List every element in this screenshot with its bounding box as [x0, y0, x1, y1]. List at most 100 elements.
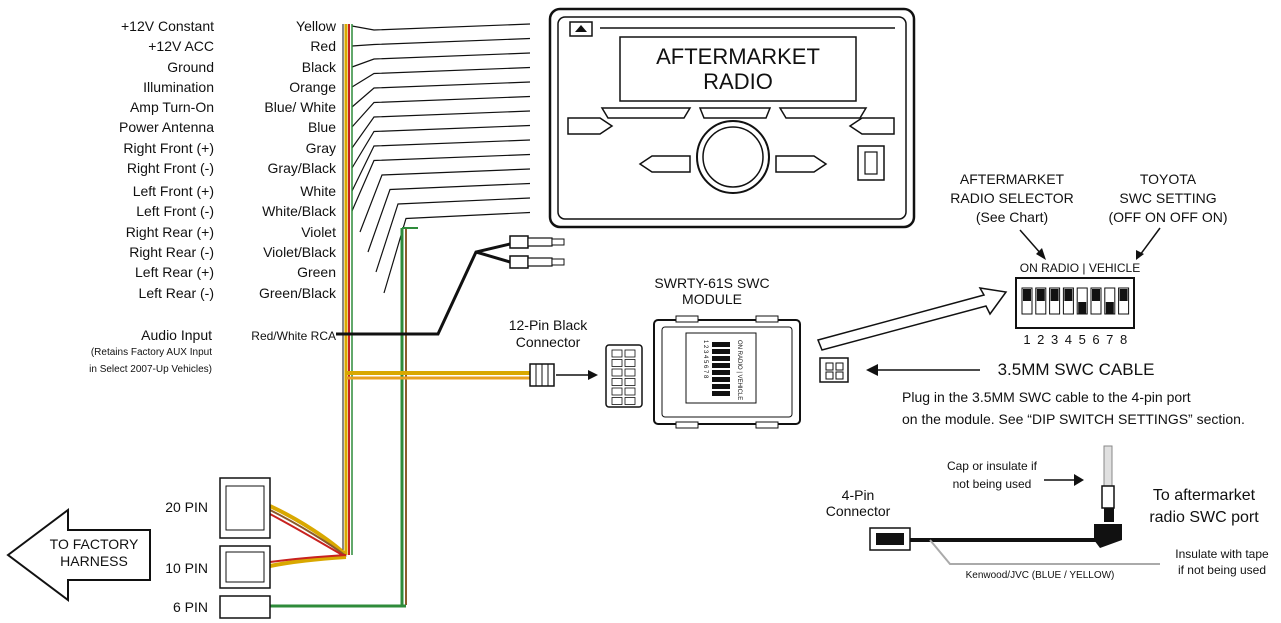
- radio-selector-line2: RADIO SELECTOR: [950, 190, 1073, 206]
- wire-color-label: Yellow: [296, 18, 337, 34]
- factory-connectors: 20 PIN 10 PIN 6 PIN: [165, 477, 406, 619]
- radio-port-line1: To aftermarket: [1153, 487, 1256, 504]
- wire-function-label: Right Front (+): [123, 140, 214, 156]
- 6-pin-connector: [219, 595, 271, 619]
- 12pin-label-line2: Connector: [516, 334, 581, 350]
- rca-plug-red: [509, 255, 529, 269]
- wire-function-label: Illumination: [143, 79, 214, 95]
- wire-line: [383, 211, 531, 294]
- harness-bundle: [342, 24, 418, 605]
- wire-color-label: Red: [310, 38, 336, 54]
- toyota-setting-line3: (OFF ON OFF ON): [1109, 209, 1228, 225]
- dip-switch-lever: [1119, 289, 1128, 301]
- wire-line: [375, 197, 531, 273]
- dip-number: 4: [1065, 332, 1072, 347]
- wire-function-label: +12V ACC: [148, 38, 214, 54]
- module-4pin-port: [819, 357, 980, 383]
- wire-line: [351, 37, 531, 47]
- radio-label-line1: AFTERMARKET: [656, 44, 820, 69]
- socket-pin: [611, 368, 623, 377]
- wire-line: [351, 95, 531, 128]
- wire-function-label: Left Rear (-): [139, 285, 214, 301]
- aftermarket-radio: AFTERMARKET RADIO: [548, 7, 916, 229]
- seek-left-button: [567, 117, 614, 135]
- dip-number: 3: [1051, 332, 1058, 347]
- dip-number: 1: [1023, 332, 1030, 347]
- wire-function-label: Right Front (-): [127, 160, 214, 176]
- socket-pin: [611, 378, 623, 386]
- wire-line: [351, 52, 531, 68]
- dip-header: ON RADIO | VEHICLE: [1020, 261, 1140, 275]
- 12pin-label-line1: 12-Pin Black: [509, 317, 589, 333]
- module-dip-switch: [712, 384, 730, 389]
- preset-button: [778, 107, 868, 119]
- dip-switch-lever: [1064, 289, 1073, 301]
- radio-label-line2: RADIO: [703, 69, 773, 94]
- audio-input-color: Red/White RCA: [251, 329, 336, 343]
- dip-switch-lever: [1078, 302, 1087, 314]
- wire-function-label: Amp Turn-On: [130, 99, 214, 115]
- left-arrow-button: [638, 155, 691, 173]
- wire-line: [351, 139, 531, 192]
- wire-function-label: Right Rear (+): [126, 224, 214, 240]
- dip-number: 6: [1092, 332, 1099, 347]
- wire-color-label: Blue: [308, 119, 336, 135]
- module-dip-switch: [712, 349, 730, 354]
- module-dip-numbers: 1 2 3 4 5 6 7 8: [702, 340, 708, 379]
- module-dip-switch: [712, 391, 730, 396]
- rca-audio-wire: [336, 235, 565, 336]
- pin20-label: 20 PIN: [165, 499, 208, 515]
- audio-input-note-line2: in Select 2007-Up Vehicles): [89, 364, 212, 375]
- module-feed-wire: [346, 363, 598, 387]
- wire-line: [351, 81, 531, 108]
- wire-function-label: Left Front (+): [133, 183, 214, 199]
- socket-pin: [611, 397, 623, 405]
- wire-line: [351, 153, 531, 212]
- wire-color-label: Gray: [306, 140, 336, 156]
- kenwood-label: Kenwood/JVC (BLUE / YELLOW): [966, 570, 1115, 581]
- socket-pin: [624, 387, 636, 396]
- preset-button: [698, 107, 772, 119]
- wire-line: [367, 182, 531, 253]
- dip-number: 2: [1037, 332, 1044, 347]
- module-dip-switch: [712, 370, 730, 375]
- seek-right-button: [848, 117, 895, 135]
- module-dip-switch: [712, 356, 730, 361]
- four-pin-line2: Connector: [826, 503, 891, 519]
- wire-color-label: Green/Black: [259, 285, 337, 301]
- wire-line: [351, 66, 531, 88]
- toyota-setting-line1: TOYOTA: [1140, 171, 1197, 187]
- wire-color-label: White/Black: [262, 203, 337, 219]
- wire-function-label: Left Rear (+): [135, 264, 214, 280]
- 12-pin-socket: [605, 344, 643, 408]
- right-arrow-button: [775, 155, 828, 173]
- audio-input-note-line1: (Retains Factory AUX Input: [91, 347, 212, 358]
- dip-switch-lever: [1036, 289, 1045, 301]
- wire-color-label: White: [300, 183, 336, 199]
- module-title-line2: MODULE: [682, 291, 742, 307]
- module-dip-label: ON RADIO | VEHICLE: [736, 340, 742, 400]
- pin6-label: 6 PIN: [173, 599, 208, 615]
- wire-color-label: Violet/Black: [263, 244, 337, 260]
- zoom-arrow-icon: [816, 287, 1008, 351]
- wire-line: [351, 110, 531, 149]
- wire-color-label: Orange: [289, 79, 336, 95]
- rca-plug-white: [509, 235, 529, 249]
- dip-switch-lever: [1105, 302, 1114, 314]
- wire-color-label: Blue/ White: [264, 99, 336, 115]
- wire-line: [351, 23, 531, 31]
- module-dip-switch: [712, 342, 730, 347]
- wire-function-label: Left Front (-): [136, 203, 214, 219]
- radio-port-line2: radio SWC port: [1149, 509, 1259, 526]
- wire-line: [359, 168, 531, 233]
- preset-button: [600, 107, 692, 119]
- socket-pin: [624, 349, 636, 358]
- cable-title: 3.5MM SWC CABLE: [998, 360, 1155, 379]
- dip-switch-lever: [1092, 289, 1100, 301]
- dip-switch-lever: [1023, 289, 1031, 301]
- socket-pin: [624, 397, 636, 405]
- dip-number: 8: [1120, 332, 1127, 347]
- wire-color-label: Black: [302, 59, 337, 75]
- to-factory-harness-arrow: [6, 508, 151, 602]
